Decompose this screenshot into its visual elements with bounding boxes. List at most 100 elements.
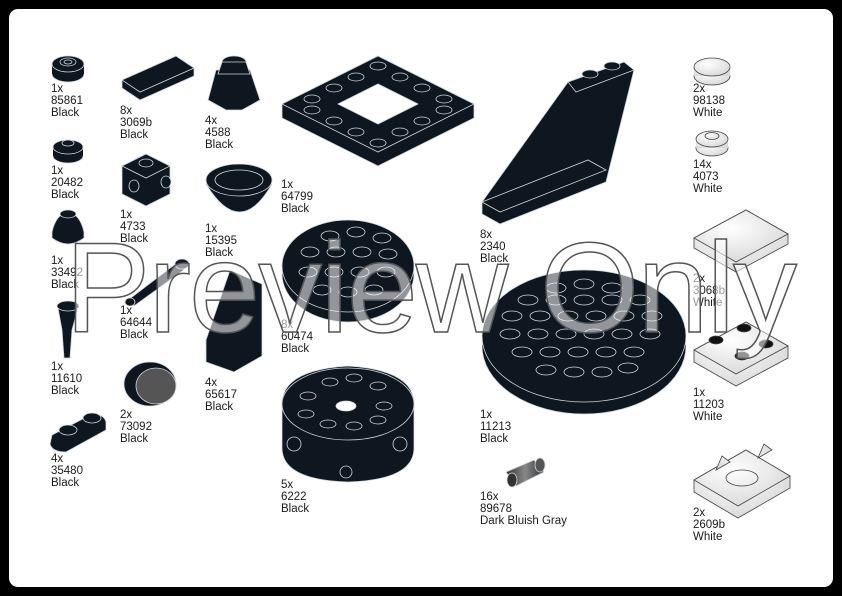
part-11203-image xyxy=(694,322,788,386)
part-color: White xyxy=(693,531,725,543)
part-color: Black xyxy=(205,139,233,151)
part-98138-image xyxy=(694,58,730,85)
part-color: Black xyxy=(480,253,508,265)
part-number: 3069b xyxy=(120,117,152,129)
part-color: Black xyxy=(205,401,237,413)
part-number: 4073 xyxy=(693,171,722,183)
part-qty: 1x xyxy=(120,209,148,221)
part-64799-image xyxy=(282,56,474,166)
part-color: Black xyxy=(205,247,237,259)
part-number: 73092 xyxy=(120,421,152,433)
part-number: 11213 xyxy=(480,421,511,433)
part-qty: 1x xyxy=(51,165,83,177)
part-33492-image xyxy=(52,210,84,244)
part-6222-image xyxy=(282,366,414,482)
part-qty: 2x xyxy=(693,83,725,95)
part-4073-image xyxy=(696,131,728,156)
part-number: 11203 xyxy=(693,399,724,411)
part-color: Black xyxy=(51,279,83,291)
part-color: White xyxy=(693,107,725,119)
part-color: Black xyxy=(120,329,152,341)
part-number: 85861 xyxy=(51,95,83,107)
part-number: 65617 xyxy=(205,389,237,401)
part-label-33492: 1x33492Black xyxy=(51,255,83,291)
part-qty: 4x xyxy=(205,115,233,127)
part-qty: 1x xyxy=(120,305,152,317)
part-label-98138: 2x98138White xyxy=(693,83,725,119)
part-color: Black xyxy=(120,129,152,141)
part-number: 60474 xyxy=(281,331,313,343)
part-color: Black xyxy=(120,433,152,445)
part-color: Black xyxy=(281,503,309,515)
part-color: White xyxy=(693,411,724,423)
part-qty: 8x xyxy=(281,319,313,331)
part-qty: 16x xyxy=(480,491,567,503)
part-number: 4733 xyxy=(120,221,148,233)
part-qty: 2x xyxy=(693,273,725,285)
part-qty: 8x xyxy=(480,229,508,241)
part-2340-image xyxy=(482,62,634,224)
part-20482-image xyxy=(53,140,83,163)
part-color: Dark Bluish Gray xyxy=(480,515,567,527)
part-color: Black xyxy=(480,433,511,445)
part-color: Black xyxy=(51,189,83,201)
part-color: White xyxy=(693,297,725,309)
part-15395-image xyxy=(206,164,272,212)
part-number: 11610 xyxy=(51,373,82,385)
part-35480-image xyxy=(50,413,106,452)
part-qty: 1x xyxy=(51,361,82,373)
part-65617-image xyxy=(206,270,262,372)
part-label-2340: 8x2340Black xyxy=(480,229,508,265)
part-qty: 1x xyxy=(480,409,511,421)
part-number: 20482 xyxy=(51,177,83,189)
part-color: Black xyxy=(281,343,313,355)
part-color: Black xyxy=(51,385,82,397)
part-number: 35480 xyxy=(51,465,83,477)
part-qty: 1x xyxy=(51,83,83,95)
part-qty: 8x xyxy=(120,105,152,117)
part-qty: 2x xyxy=(693,507,725,519)
part-qty: 2x xyxy=(120,409,152,421)
part-qty: 14x xyxy=(693,159,722,171)
part-number: 6222 xyxy=(281,491,309,503)
part-number: 4588 xyxy=(205,127,233,139)
part-number: 64799 xyxy=(281,191,313,203)
part-11610-image xyxy=(57,301,79,358)
part-89678-image xyxy=(506,458,545,487)
part-3068b-image xyxy=(694,210,788,272)
part-qty: 4x xyxy=(205,377,237,389)
part-number: 89678 xyxy=(480,503,567,515)
part-3069b-image xyxy=(122,56,194,100)
part-qty: 5x xyxy=(281,479,309,491)
part-number: 2609b xyxy=(693,519,725,531)
part-number: 3068b xyxy=(693,285,725,297)
part-color: White xyxy=(693,183,722,195)
part-64644-image xyxy=(125,259,189,306)
part-qty: 1x xyxy=(51,255,83,267)
part-85861-image xyxy=(52,56,84,82)
part-4588-image xyxy=(208,56,260,110)
part-number: 64644 xyxy=(120,317,152,329)
part-color: Black xyxy=(281,203,313,215)
part-number: 15395 xyxy=(205,235,237,247)
part-qty: 4x xyxy=(51,453,83,465)
